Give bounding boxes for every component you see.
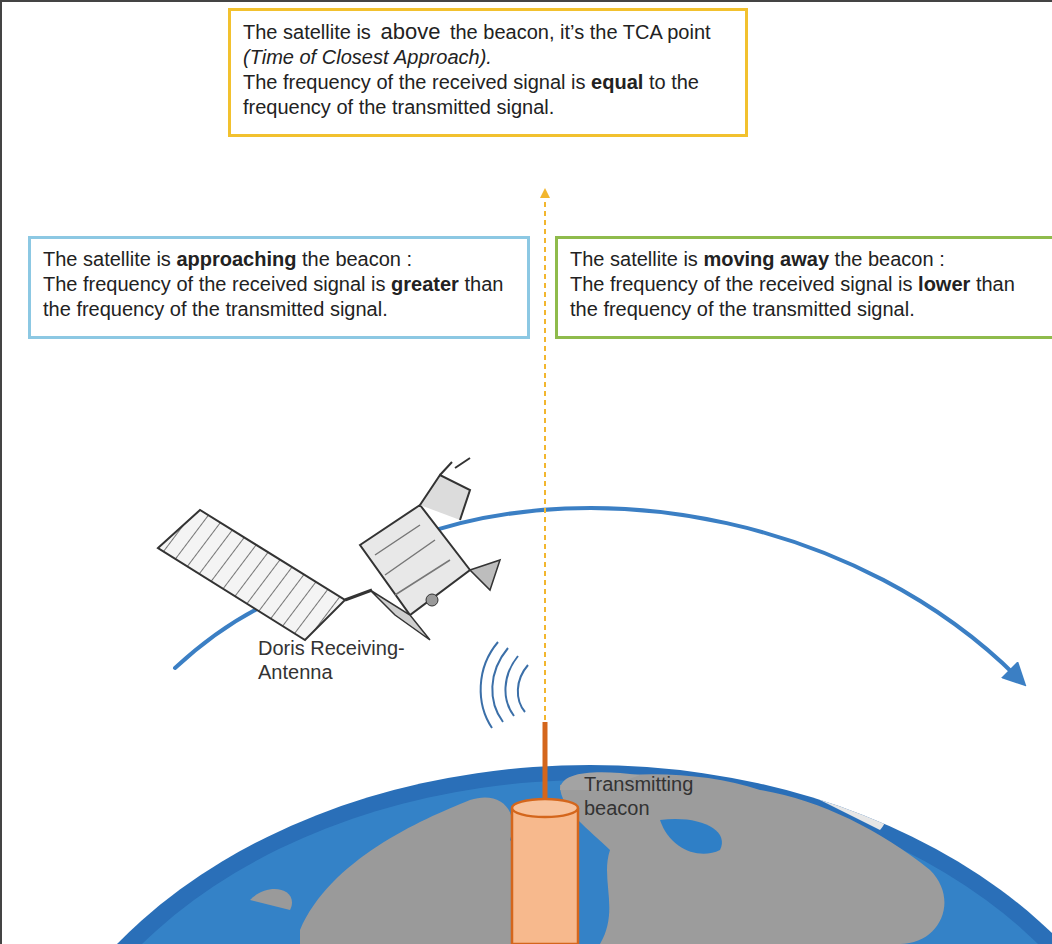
- tca-line: [544, 190, 546, 720]
- transmitting-beacon: [512, 722, 578, 944]
- box-text: The satellite is approaching the beacon …: [43, 247, 515, 272]
- text-box: The satellite is approaching the beacon …: [28, 236, 530, 339]
- box-text: The frequency of the received signal is …: [243, 70, 733, 120]
- earth: [10, 765, 1052, 944]
- text-box: The satellite is moving away the beacon …: [555, 236, 1052, 339]
- satellite: [158, 458, 500, 640]
- radio-waves: [481, 642, 528, 728]
- box-text: The satellite is above the beacon, it’s …: [243, 19, 733, 70]
- box-text: The frequency of the received signal is …: [570, 272, 1043, 322]
- text-box: The satellite is above the beacon, it’s …: [228, 8, 748, 137]
- box-text: The satellite is moving away the beacon …: [570, 247, 1043, 272]
- part-label: Doris Receiving- Antenna: [258, 636, 418, 684]
- part-label: Transmitting beacon: [584, 772, 714, 820]
- orbit-arc: [175, 605, 265, 668]
- box-text: The frequency of the received signal is …: [43, 272, 515, 322]
